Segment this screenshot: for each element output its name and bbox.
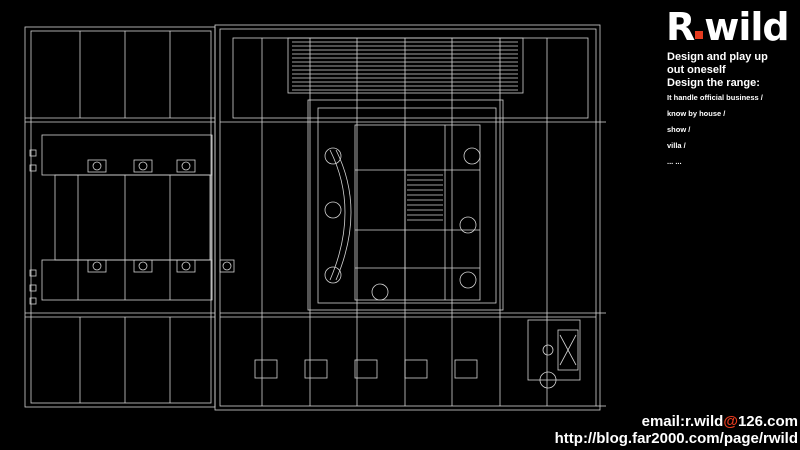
- logo-wordmark: wild: [704, 5, 789, 49]
- email-line[interactable]: email:r.wild@126.com: [555, 413, 798, 430]
- contact-info: email:r.wild@126.com http://blog.far2000…: [555, 413, 798, 447]
- tagline-line-3: Design the range:: [667, 77, 760, 89]
- tagline: Design and play up out oneself Design th…: [667, 51, 797, 90]
- tagline-line-1: Design and play up: [667, 51, 768, 63]
- range-item: show /: [667, 125, 691, 134]
- email-domain: 126.com: [737, 413, 798, 430]
- tagline-line-2: out oneself: [667, 64, 726, 76]
- email-user: email:r.wild: [641, 413, 724, 430]
- email-at-sign: @: [723, 413, 738, 430]
- logo-letter-r: R: [666, 5, 695, 49]
- blog-url-link[interactable]: http://blog.far2000.com/page/rwild: [554, 430, 798, 447]
- range-item: It handle official business /: [667, 93, 763, 102]
- range-item: villa /: [667, 141, 686, 150]
- range-item: know by house /: [667, 109, 726, 118]
- range-item: ... ...: [667, 157, 682, 166]
- rwild-logo: R wild: [666, 5, 790, 49]
- logo-accent-dot: [695, 31, 704, 39]
- design-range-list: It handle official business / know by ho…: [667, 93, 763, 173]
